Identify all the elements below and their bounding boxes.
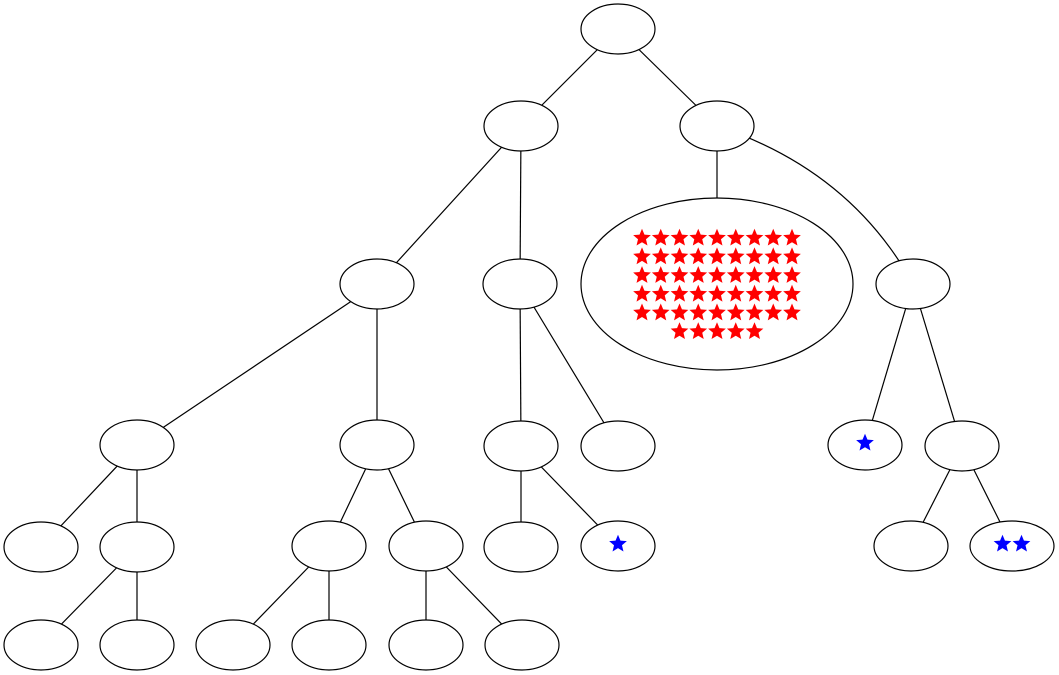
tree-node-root — [580, 3, 656, 55]
edge-n4-n10 — [519, 283, 619, 447]
blue-star-icon — [993, 534, 1012, 552]
red-star-icon — [651, 303, 670, 321]
red-star-icon — [745, 266, 764, 283]
red-star-icon — [633, 266, 651, 283]
tree-node-n24 — [291, 619, 367, 671]
red-star-icon — [689, 303, 708, 321]
red-star-icon — [708, 322, 726, 340]
red-star-icon — [633, 247, 651, 265]
red-star-icon — [726, 228, 745, 246]
red-star-icon — [764, 266, 783, 283]
red-star-icon — [726, 303, 745, 321]
tree-node-n16 — [388, 520, 464, 572]
tree-node-n12 — [924, 420, 1000, 472]
edge-n4-n9 — [519, 283, 522, 447]
red-star-icon — [689, 322, 708, 340]
edge-n6-n12 — [912, 283, 963, 447]
red-star-icon — [783, 266, 801, 283]
tree-node-n19 — [873, 520, 949, 572]
tree-node-n26 — [484, 619, 560, 671]
tree-node-n1 — [483, 100, 559, 152]
red-star-icon — [745, 247, 764, 265]
red-star-icon — [670, 266, 689, 283]
edge-n1-n4 — [519, 125, 522, 285]
red-star-icon — [783, 284, 801, 302]
tree-node-n25 — [388, 619, 464, 671]
tree-node-n4 — [482, 258, 558, 310]
edge-n6-n11 — [864, 283, 914, 446]
edge-n1-n3 — [376, 125, 522, 285]
tree-node-n2 — [679, 100, 755, 152]
red-star-icon — [633, 303, 651, 321]
red-star-icon — [726, 322, 745, 340]
tree-node-n7 — [99, 419, 175, 471]
tree-node-n3 — [339, 258, 415, 310]
red-star-icon — [651, 284, 670, 302]
red-star-icon — [764, 228, 783, 246]
red-star-icon — [689, 228, 708, 246]
blue-star-icon — [609, 534, 627, 552]
red-star-icon — [726, 247, 745, 265]
red-star-icon — [764, 247, 783, 265]
red-star-icon — [689, 266, 708, 283]
blue-star-icon — [856, 433, 874, 451]
red-star-icon — [745, 228, 764, 246]
red-star-icon — [670, 322, 689, 340]
red-star-icon — [651, 247, 670, 265]
red-star-icon — [708, 303, 726, 321]
red-star-icon — [708, 228, 726, 246]
tree-node-n17 — [483, 521, 559, 573]
tree-node-n20 — [969, 520, 1055, 572]
red-star-icon — [670, 228, 689, 246]
red-star-icon — [670, 284, 689, 302]
red-star-icon — [783, 228, 801, 246]
red-star-icon — [689, 284, 708, 302]
red-star-icon — [708, 266, 726, 283]
red-star-icon — [764, 303, 783, 321]
tree-node-n14 — [99, 521, 175, 573]
red-star-icon — [764, 284, 783, 302]
red-star-icon — [708, 284, 726, 302]
edge-n3-n7 — [136, 283, 378, 446]
red-star-icon — [745, 284, 764, 302]
tree-node-n23 — [195, 619, 271, 671]
red-star-icon — [651, 266, 670, 283]
tree-node-n21 — [3, 619, 79, 671]
tree-node-n15 — [291, 520, 367, 572]
red-star-group-n5 — [633, 228, 801, 340]
red-star-icon — [726, 266, 745, 283]
tree-node-n8 — [339, 419, 415, 471]
blue-star-group-n18 — [609, 534, 627, 552]
tree-node-n5 — [580, 197, 854, 371]
red-star-icon — [783, 247, 801, 265]
red-star-icon — [670, 303, 689, 321]
blue-star-group-n20 — [993, 534, 1031, 552]
red-star-icon — [651, 228, 670, 246]
blue-star-group-n11 — [856, 433, 874, 451]
tree-node-n10 — [580, 420, 656, 472]
red-star-icon — [708, 247, 726, 265]
tree-node-n13 — [3, 521, 79, 573]
tree-node-n22 — [99, 619, 175, 671]
red-star-icon — [633, 228, 651, 246]
red-star-icon — [689, 247, 708, 265]
red-star-icon — [745, 303, 764, 321]
blue-star-icon — [1012, 534, 1031, 552]
red-star-icon — [783, 303, 801, 321]
red-star-icon — [670, 247, 689, 265]
tree-node-n6 — [875, 258, 951, 310]
red-star-icon — [726, 284, 745, 302]
red-star-icon — [745, 322, 764, 340]
tree-node-n9 — [483, 420, 559, 472]
red-star-icon — [633, 284, 651, 302]
